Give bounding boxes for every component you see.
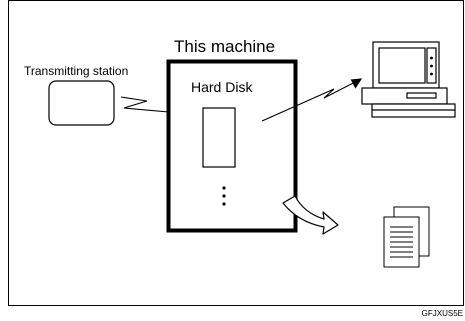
transmitting-station-label: Transmitting station xyxy=(24,64,128,78)
machine-title: This machine xyxy=(174,37,275,56)
transmitting-station-box xyxy=(49,81,114,125)
stored-document-icon xyxy=(203,108,235,167)
hard-disk-label: Hard Disk xyxy=(191,79,253,95)
figure-code: GFJXUS5E xyxy=(422,309,463,318)
